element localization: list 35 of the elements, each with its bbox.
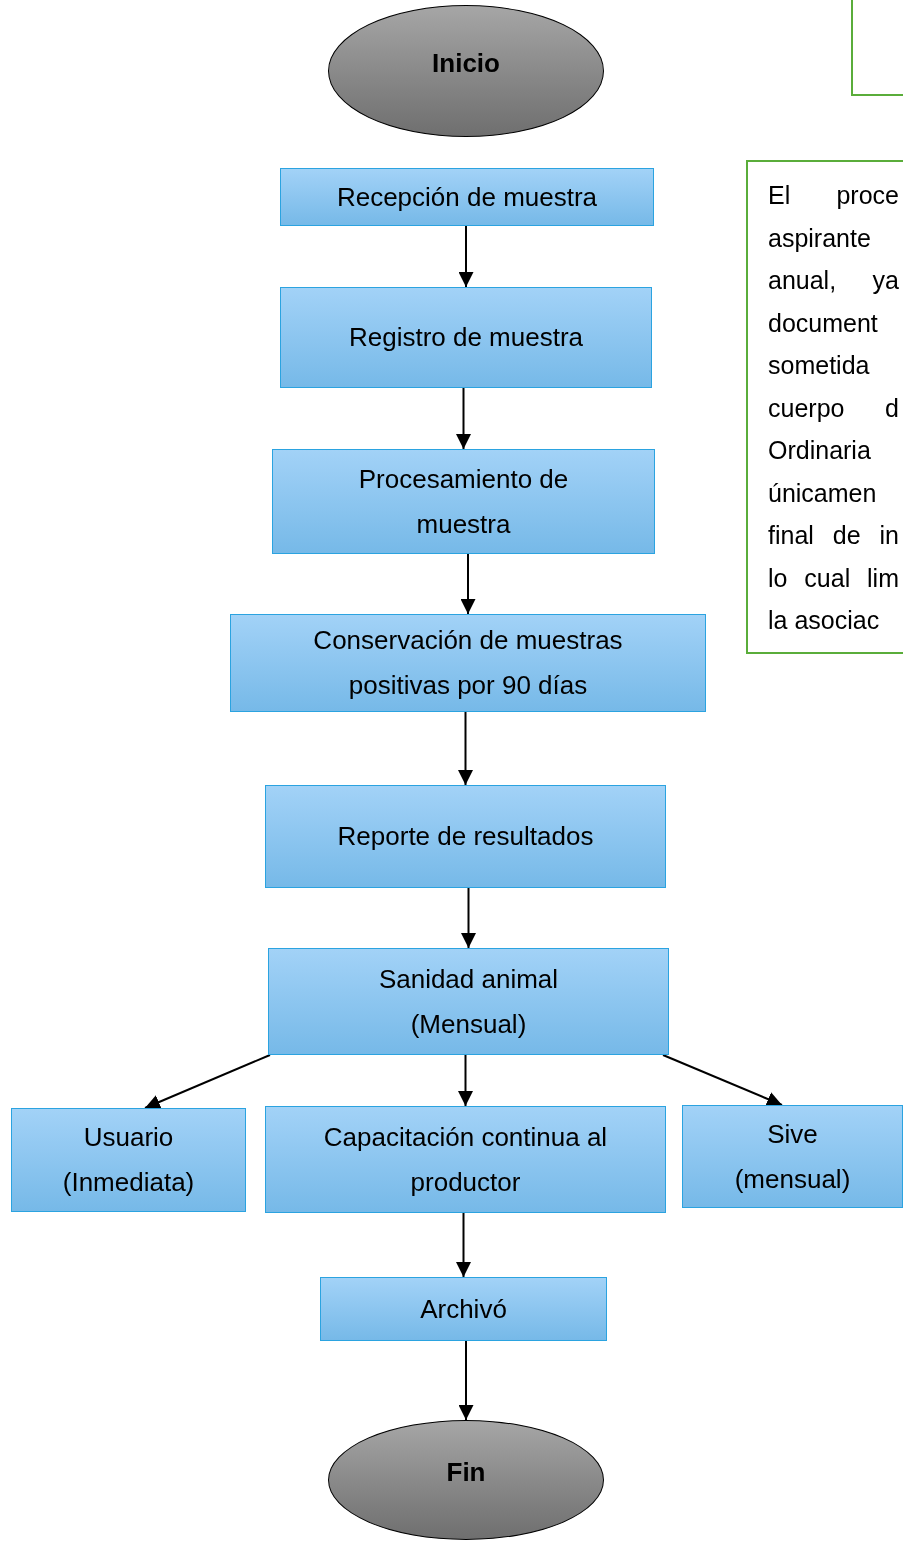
process-box xyxy=(272,449,655,554)
arrow xyxy=(460,553,476,615)
process-box xyxy=(265,1106,666,1213)
process-box xyxy=(280,168,654,226)
arrow xyxy=(456,387,471,450)
process-box xyxy=(230,614,706,712)
arrow xyxy=(458,225,474,288)
process-label: Usuario (Inmediata) xyxy=(61,1121,196,1199)
process-label: Conservación de muestras positivas por 90 días xyxy=(312,624,624,702)
terminal-label: Inicio xyxy=(432,46,500,80)
terminal-label: Fin xyxy=(446,1455,486,1489)
process-label: Capacitación continua al productor xyxy=(322,1120,609,1199)
arrow xyxy=(662,1054,783,1107)
arrow xyxy=(458,1054,473,1107)
process-label: Registro de muestra xyxy=(348,321,584,354)
arrow xyxy=(458,711,473,786)
process-label: Sive (mensual) xyxy=(733,1117,852,1196)
process-label: Procesamiento de muestra xyxy=(357,462,570,541)
note-text: El proce aspirante anual, ya document sometida cuerpo d Ordinaria únicamen final de in lo cual lim la asociac xyxy=(768,180,899,636)
note-box xyxy=(746,160,903,654)
arrow xyxy=(461,887,476,949)
process-label: Archivó xyxy=(420,1292,507,1326)
arrow xyxy=(458,1340,474,1421)
process-box xyxy=(11,1108,246,1212)
process-box xyxy=(682,1105,903,1208)
process-label: Recepción de muestra xyxy=(336,180,598,214)
process-label: Reporte de resultados xyxy=(337,820,594,853)
process-box xyxy=(265,785,666,888)
arrow xyxy=(144,1054,271,1110)
process-box xyxy=(268,948,669,1055)
process-box xyxy=(320,1277,607,1341)
process-box xyxy=(280,287,652,388)
arrow xyxy=(456,1212,471,1278)
empty-box xyxy=(851,0,903,96)
process-label: Sanidad animal (Mensual) xyxy=(377,962,560,1041)
